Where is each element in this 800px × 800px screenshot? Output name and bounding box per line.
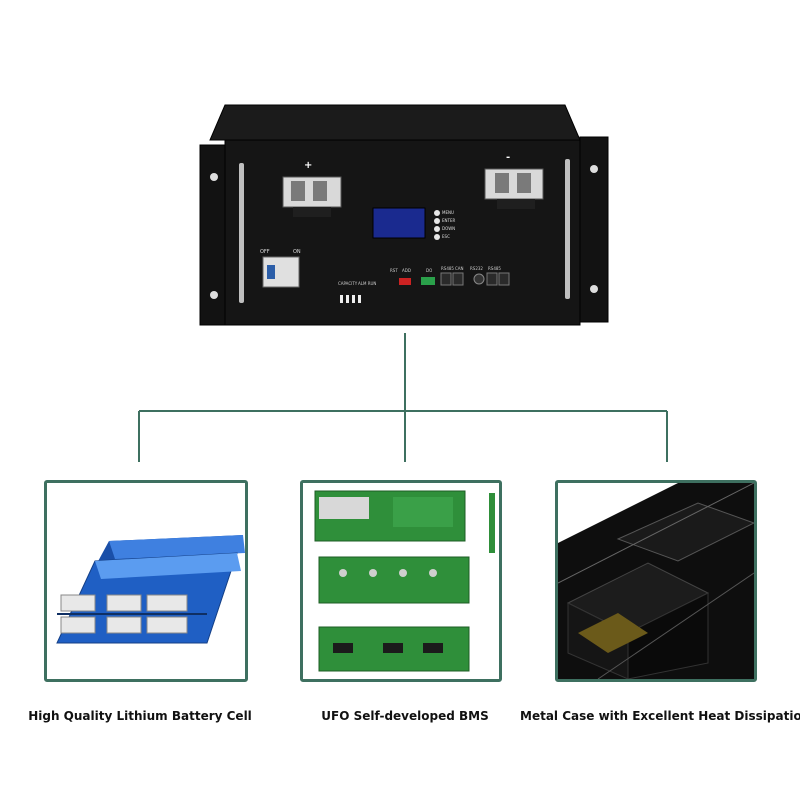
- port-rs485-b-label: RS485: [488, 266, 501, 271]
- bms-panel: [300, 480, 502, 682]
- battery-rack-image: [199, 104, 609, 326]
- metal-case-panel: [555, 480, 757, 682]
- button-labels: MENU ENTER DOWN ESC: [442, 209, 455, 241]
- bms-caption: UFO Self-developed BMS: [321, 709, 489, 723]
- bms-boards-image: [303, 483, 499, 679]
- negative-terminal-label: -: [506, 152, 511, 163]
- positive-terminal-label: +: [304, 160, 313, 171]
- enter-label: ENTER: [442, 218, 456, 223]
- battery-cell-caption: High Quality Lithium Battery Cell: [28, 709, 252, 723]
- rst-label: RST: [390, 268, 398, 273]
- esc-label: ESC: [442, 234, 450, 239]
- do-label: DO: [426, 268, 433, 273]
- switch-off-label: OFF: [260, 249, 270, 255]
- switch-on-label: ON: [293, 249, 301, 255]
- battery-cell-image: [47, 483, 245, 679]
- port-rs485-a-label: RS485: [441, 266, 454, 271]
- battery-cell-panel: [44, 480, 248, 682]
- port-can-label: CAN: [455, 266, 464, 271]
- down-label: DOWN: [442, 226, 456, 231]
- metal-case-caption: Metal Case with Excellent Heat Dissipati…: [520, 709, 800, 723]
- port-rs232-label: RS232: [470, 266, 483, 271]
- alm-run-label: ALM RUN: [358, 281, 377, 286]
- capacity-label: CAPACITY: [338, 281, 358, 286]
- add-label: ADD: [402, 268, 411, 273]
- menu-label: MENU: [442, 210, 454, 215]
- metal-case-image: [558, 483, 754, 679]
